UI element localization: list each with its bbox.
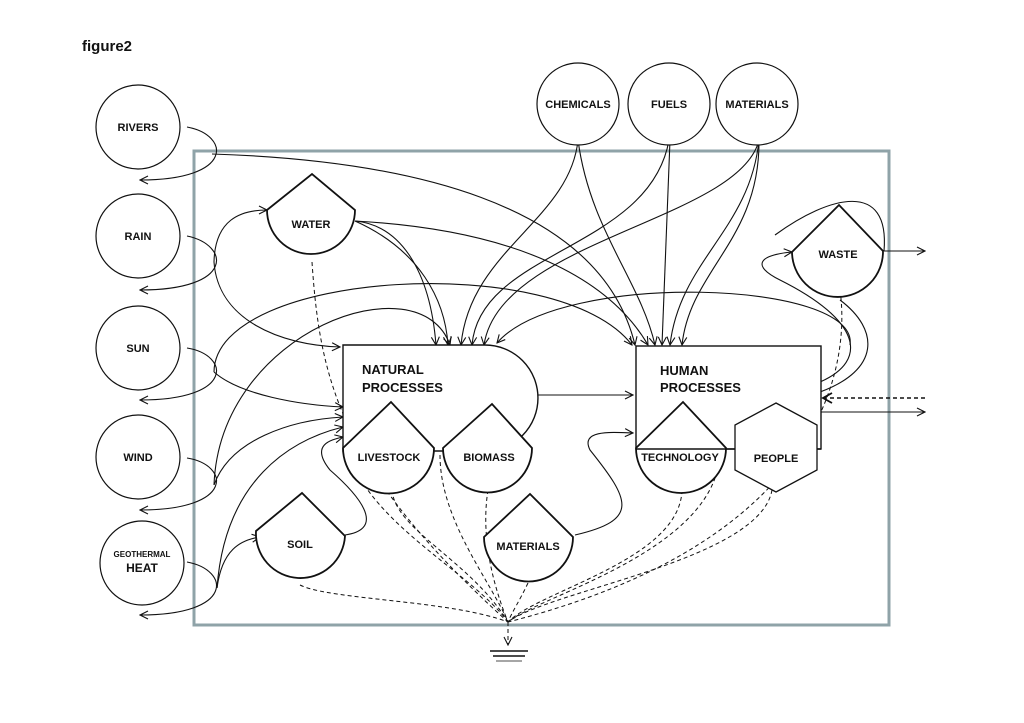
human-processes-label-2: PROCESSES — [660, 380, 741, 395]
storage-materials: MATERIALS — [483, 492, 574, 583]
source-sun-label: SUN — [126, 343, 149, 355]
source-rivers-label: RIVERS — [118, 122, 159, 134]
energy-flows — [140, 126, 925, 615]
flow-fuels-to-human — [662, 139, 671, 345]
storage-technology: TECHNOLOGY — [635, 400, 821, 494]
heat-natural-b — [439, 454, 509, 623]
flow-rain-to-water — [213, 210, 267, 263]
storage-water: WATER — [266, 172, 356, 255]
source-sun: SUN — [95, 305, 181, 391]
flow-human-to-waste — [761, 252, 851, 383]
flow-human-to-natural-feedback — [497, 291, 851, 346]
source-rain-label: RAIN — [125, 231, 152, 243]
flow-geothermal-to-soil — [216, 537, 260, 589]
flow-materials-to-human-b — [682, 139, 760, 345]
storage-soil: SOIL — [255, 491, 346, 579]
source-geothermal-label-2: HEAT — [126, 561, 158, 575]
source-fuels: FUELS — [627, 62, 711, 146]
heat-soil — [299, 584, 509, 623]
flow-geothermal-outflow — [140, 561, 218, 615]
flow-sun-outflow — [140, 347, 218, 400]
heat-livestock — [391, 489, 509, 623]
consumer-people-label: PEOPLE — [754, 453, 799, 465]
flow-sun-to-natural — [213, 371, 343, 407]
heat-biomass — [485, 489, 509, 623]
flow-sun-to-human — [213, 283, 632, 373]
flow-wind-to-natural-b — [213, 308, 450, 486]
source-geothermal-label-1: GEOTHERMAL — [114, 550, 171, 559]
heat-people — [507, 489, 773, 623]
flow-rain-to-natural — [213, 261, 340, 347]
source-wind-label: WIND — [123, 452, 152, 464]
storage-materials-label: MATERIALS — [496, 541, 559, 553]
source-materials-label: MATERIALS — [725, 99, 788, 111]
flow-wind-to-natural-a — [213, 417, 343, 486]
flow-waste-feedback — [774, 200, 885, 252]
source-fuels-label: FUELS — [651, 99, 687, 111]
flow-geothermal-to-natural — [216, 427, 343, 589]
ground-heat-sink-icon — [490, 650, 528, 662]
heat-water — [311, 261, 509, 623]
human-processes-label-1: HUMAN — [660, 363, 708, 378]
storage-waste-label: WASTE — [818, 249, 857, 261]
heat-technology — [507, 489, 683, 623]
flow-rivers-outflow — [140, 126, 218, 180]
flow-fuels-to-natural — [472, 139, 670, 345]
flow-water-to-human — [354, 220, 648, 345]
storage-soil-label: SOIL — [287, 539, 313, 551]
storage-waste: WASTE — [791, 203, 884, 298]
natural-processes-label-2: PROCESSES — [362, 380, 443, 395]
flow-wind-outflow — [140, 457, 218, 510]
source-chemicals-label: CHEMICALS — [545, 99, 610, 111]
heat-materials — [507, 582, 529, 623]
source-wind: WIND — [95, 414, 181, 500]
storage-livestock: LIVESTOCK — [342, 400, 435, 495]
storage-livestock-label: LIVESTOCK — [358, 452, 421, 464]
flow-materials-storage-to-human — [574, 432, 633, 536]
figure-title: figure2 — [82, 38, 133, 55]
flow-waste-loop — [819, 299, 869, 393]
source-materials: MATERIALS — [715, 62, 799, 146]
flow-rivers-to-human — [211, 153, 635, 345]
storage-biomass: BIOMASS — [442, 402, 533, 494]
heat-human — [507, 449, 721, 623]
source-rain: RAIN — [95, 193, 181, 279]
flow-chemicals-to-natural — [461, 139, 579, 345]
flow-water-to-natural — [354, 220, 436, 345]
source-chemicals: CHEMICALS — [536, 62, 620, 146]
flow-chemicals-to-human — [577, 139, 655, 345]
flow-materials-to-human-a — [670, 139, 760, 345]
flow-materials-to-natural — [484, 139, 760, 345]
storage-biomass-label: BIOMASS — [463, 452, 514, 464]
flow-rain-outflow — [140, 235, 218, 290]
source-geothermal-heat: GEOTHERMAL HEAT — [99, 520, 185, 606]
system-boundary — [192, 149, 891, 627]
flow-soil-to-natural — [321, 437, 367, 536]
storage-water-label: WATER — [292, 219, 331, 231]
flow-water-to-natural-b — [354, 220, 448, 345]
natural-processes-label-1: NATURAL — [362, 362, 424, 377]
storage-technology-label: TECHNOLOGY — [641, 452, 719, 464]
consumer-people: PEOPLE — [734, 402, 818, 493]
source-rivers: RIVERS — [95, 84, 181, 170]
